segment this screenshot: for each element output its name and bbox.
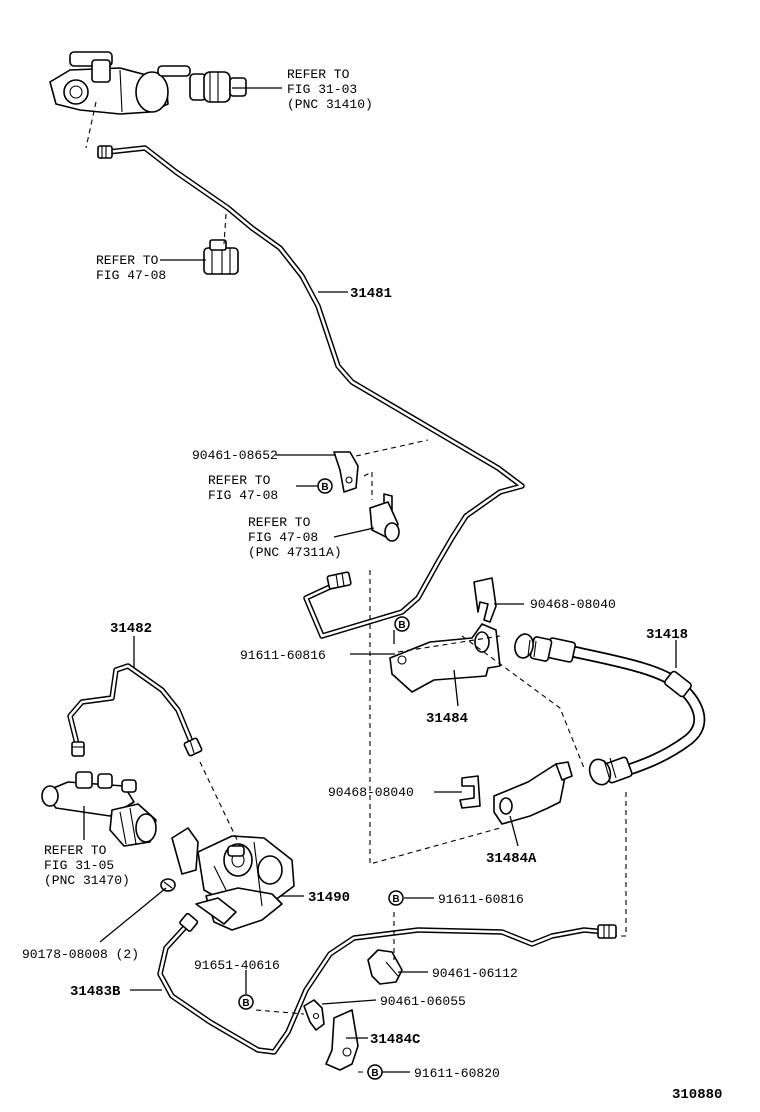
- part-label-31490: 31490: [308, 890, 350, 906]
- pipe-31483B: [157, 921, 609, 1055]
- part-label-91651-40616: 91651-40616: [194, 958, 280, 973]
- refer-to-fig-47-08-b: REFER TO FIG 47-08: [208, 473, 278, 503]
- refer-label-line: (PNC 47311A): [248, 545, 342, 560]
- svg-text:B: B: [242, 998, 249, 1009]
- part-label-90468-08040-mid: 90468-08040: [328, 785, 414, 800]
- bracket-31484A-icon: [493, 761, 573, 825]
- part-label-31484A: 31484A: [486, 851, 537, 867]
- callout-b-1: B: [317, 478, 333, 494]
- clip-90468-08040-mid-icon: [459, 775, 481, 809]
- bracket-grommet-icon: [369, 493, 400, 542]
- refer-label-line: (PNC 31410): [287, 97, 373, 112]
- part-label-90461-06055: 90461-06055: [380, 994, 466, 1009]
- callout-b-4: B: [238, 994, 254, 1010]
- hose-31418: [514, 633, 706, 786]
- clamp-90461-08652-icon: [333, 451, 359, 493]
- assembly-dashed-lines: [85, 101, 627, 1073]
- release-cylinder-icon: [41, 771, 157, 847]
- clamp-90461-06112-icon: [367, 949, 403, 985]
- part-label-90461-06112: 90461-06112: [432, 966, 518, 981]
- refer-to-fig-47-08-c: REFER TO FIG 47-08 (PNC 47311A): [248, 515, 342, 560]
- clutch-accumulator-31490-icon: [171, 827, 295, 931]
- part-label-31482: 31482: [110, 621, 152, 637]
- svg-text:B: B: [398, 620, 405, 631]
- leader-lines: [83, 87, 677, 1073]
- bracket-31484-icon: [389, 623, 501, 693]
- callout-b-3: B: [388, 890, 404, 906]
- pipe-fittings: [71, 145, 617, 939]
- part-label-31418: 31418: [646, 627, 688, 643]
- refer-label-line: FIG 47-08: [208, 488, 278, 503]
- part-label-91611-60816-mid: 91611-60816: [240, 648, 326, 663]
- refer-label-line: FIG 31-05: [44, 858, 114, 873]
- part-label-90461-08652: 90461-08652: [192, 448, 278, 463]
- clip-90468-08040-top-icon: [473, 577, 497, 623]
- refer-label-line: FIG 47-08: [248, 530, 318, 545]
- refer-label-line: FIG 47-08: [96, 268, 166, 283]
- svg-text:B: B: [392, 894, 399, 905]
- refer-label-line: REFER TO: [248, 515, 311, 530]
- clamp-90461-06055-icon: [303, 999, 325, 1031]
- pipe-31481: [105, 145, 525, 639]
- part-label-31481: 31481: [350, 286, 392, 302]
- figure-number: 310880: [672, 1087, 722, 1103]
- callout-b-2: B: [394, 616, 410, 632]
- callout-b-5: B: [367, 1064, 383, 1080]
- refer-to-fig-47-08-a: REFER TO FIG 47-08: [96, 253, 166, 283]
- refer-label-line: REFER TO: [287, 67, 350, 82]
- pipe-31482: [67, 663, 195, 751]
- union-bolt-90178-08008-icon: [160, 878, 176, 892]
- pipe-clamp-icon: [203, 239, 239, 275]
- refer-to-fig-31-03: REFER TO FIG 31-03 (PNC 31410): [287, 67, 373, 112]
- svg-text:B: B: [371, 1068, 378, 1079]
- refer-label-line: FIG 31-03: [287, 82, 357, 97]
- part-label-91611-60816-low: 91611-60816: [438, 892, 524, 907]
- part-label-31484: 31484: [426, 711, 468, 727]
- part-label-90468-08040-top: 90468-08040: [530, 597, 616, 612]
- clutch-master-cylinder-icon: [49, 51, 247, 115]
- part-label-90178-08008: 90178-08008 (2): [22, 947, 139, 962]
- svg-text:B: B: [321, 482, 328, 493]
- bracket-31484C-icon: [325, 1009, 359, 1071]
- refer-label-line: REFER TO: [208, 473, 271, 488]
- refer-label-line: REFER TO: [44, 843, 107, 858]
- part-label-31483B: 31483B: [70, 984, 121, 1000]
- refer-label-line: REFER TO: [96, 253, 159, 268]
- part-label-31484C: 31484C: [370, 1032, 421, 1048]
- refer-label-line: (PNC 31470): [44, 873, 130, 888]
- refer-to-fig-31-05: REFER TO FIG 31-05 (PNC 31470): [44, 843, 130, 888]
- part-label-91611-60820: 91611-60820: [414, 1066, 500, 1081]
